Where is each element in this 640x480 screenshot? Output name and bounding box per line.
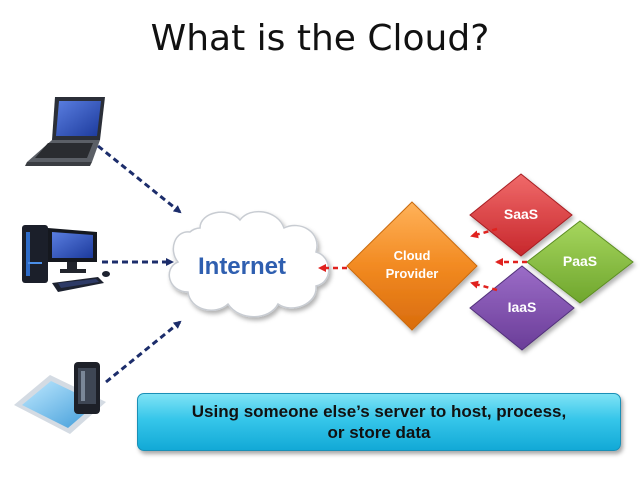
mobile-to-internet-arrow: [105, 320, 182, 384]
iaas-to-provider-arrow: [470, 280, 498, 292]
paas-label: PaaS: [563, 253, 597, 269]
laptop-to-internet-arrow: [97, 144, 182, 214]
saas-diamond: [469, 173, 573, 257]
iaas-diamond: [469, 265, 575, 351]
saas-label: SaaS: [504, 206, 538, 222]
banner-line-2: or store data: [327, 423, 431, 442]
internet-label: Internet: [198, 253, 286, 280]
iaas-label: IaaS: [508, 299, 537, 315]
paas-diamond: [526, 220, 634, 304]
cloud-provider-label-line1: Cloud: [394, 248, 431, 263]
internet-cloud: [168, 210, 330, 318]
desktop-computer-icon: [22, 225, 110, 292]
banner-line-1: Using someone else’s server to host, pro…: [191, 402, 567, 421]
tablet-and-phone-icon: [14, 362, 106, 434]
cloud-provider-diamond: [346, 201, 478, 331]
definition-banner: Using someone else’s server to host, pro…: [137, 393, 621, 451]
saas-to-provider-arrow: [470, 227, 498, 239]
cloud-provider-label-line2: Provider: [386, 266, 439, 281]
laptop-icon: [25, 97, 105, 166]
slide-title: What is the Cloud?: [150, 18, 490, 59]
